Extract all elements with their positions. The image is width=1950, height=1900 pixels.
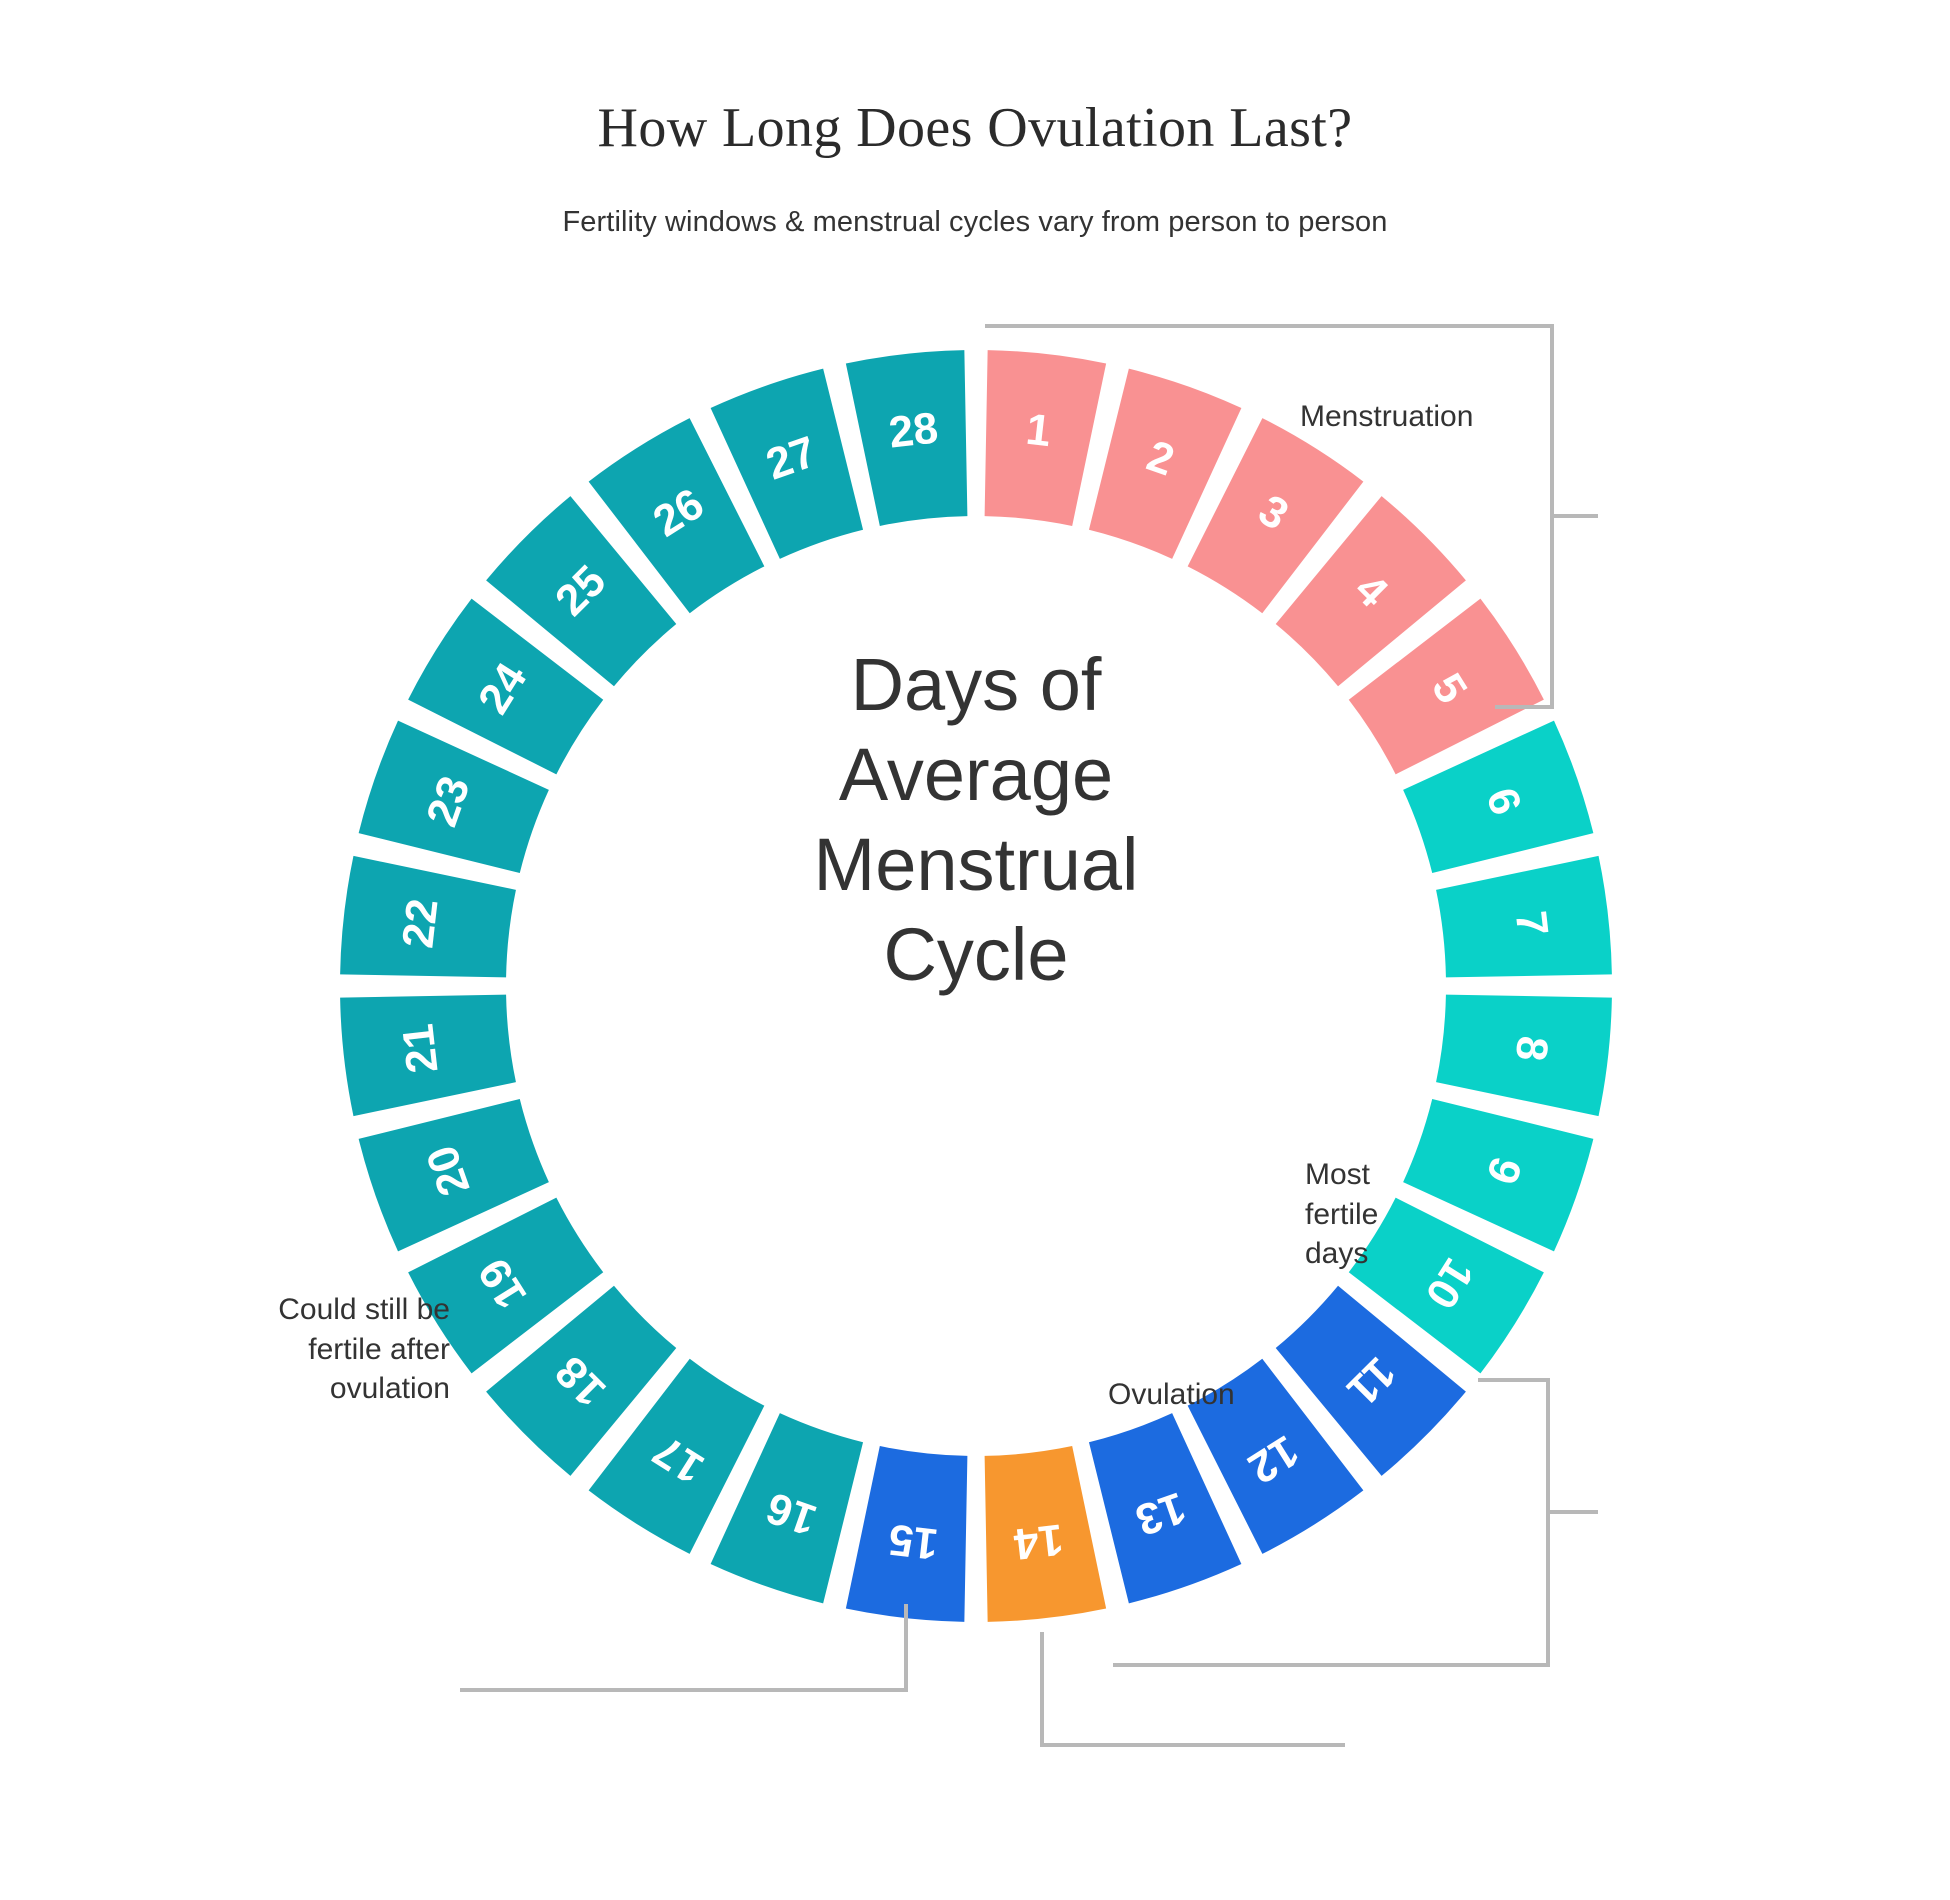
cycle-day-segment-3[interactable]: [1187, 418, 1364, 614]
cycle-day-segment-17[interactable]: [588, 1358, 765, 1554]
cycle-day-label-22: 22: [393, 896, 447, 950]
cycle-day-label-21: 21: [393, 1022, 447, 1076]
cycle-day-segment-16[interactable]: [710, 1413, 864, 1604]
cycle-day-segment-26[interactable]: [588, 418, 765, 614]
cycle-day-segment-9[interactable]: [1403, 1098, 1594, 1252]
center-line-1: Days of: [851, 643, 1102, 726]
center-line-2: Average: [839, 733, 1113, 816]
page-subtitle: Fertility windows & menstrual cycles var…: [562, 206, 1388, 238]
cycle-day-segment-21[interactable]: [340, 994, 516, 1117]
cycle-day-label-7: 7: [1506, 909, 1557, 939]
donut-segments-group: [340, 350, 1612, 1622]
center-line-3: Menstrual: [814, 823, 1139, 906]
center-line-4: Cycle: [883, 913, 1068, 996]
cycle-day-segment-5[interactable]: [1348, 598, 1544, 775]
most-fertile-bracket: [1113, 1378, 1550, 1667]
could-still-fertile-leader: [460, 1604, 908, 1692]
ovulation-leader: [1040, 1632, 1345, 1747]
cycle-day-segment-27[interactable]: [710, 368, 864, 559]
cycle-day-segment-14[interactable]: [984, 1446, 1107, 1622]
annotation-could-still-be-fertile: Could still be fertile after ovulation: [278, 1293, 450, 1406]
cycle-day-segment-2[interactable]: [1088, 368, 1242, 559]
annotation-most-fertile-days: Most fertile days: [1305, 1158, 1379, 1271]
cycle-day-segment-24[interactable]: [408, 598, 604, 775]
cycle-day-segment-7[interactable]: [1436, 855, 1612, 978]
cycle-day-segment-8[interactable]: [1436, 994, 1612, 1117]
cycle-day-segment-22[interactable]: [340, 855, 516, 978]
center-label-group: Days of Average Menstrual Cycle: [814, 643, 1139, 996]
cycle-day-segment-19[interactable]: [408, 1197, 604, 1374]
page-title: How Long Does Ovulation Last?: [597, 97, 1353, 159]
annotation-menstruation: Menstruation: [1300, 400, 1474, 433]
cycle-day-segment-13[interactable]: [1088, 1413, 1242, 1604]
cycle-day-label-14: 14: [1011, 1514, 1066, 1568]
cycle-day-segment-12[interactable]: [1187, 1358, 1364, 1554]
annotation-ovulation: Ovulation: [1108, 1378, 1235, 1411]
cycle-day-segment-23[interactable]: [358, 720, 549, 874]
cycle-day-segment-6[interactable]: [1403, 720, 1594, 874]
cycle-day-segment-20[interactable]: [358, 1098, 549, 1252]
cycle-day-segment-1[interactable]: [984, 350, 1107, 526]
cycle-day-label-15: 15: [886, 1514, 940, 1568]
cycle-day-label-8: 8: [1506, 1034, 1557, 1064]
cycle-day-label-1: 1: [1024, 405, 1054, 456]
cycle-day-label-28: 28: [886, 403, 940, 457]
cycle-day-segment-4[interactable]: [1275, 496, 1466, 687]
cycle-day-segment-11[interactable]: [1275, 1285, 1466, 1476]
cycle-day-segment-25[interactable]: [486, 496, 677, 687]
cycle-day-segment-10[interactable]: [1348, 1197, 1544, 1374]
cycle-day-segment-28[interactable]: [845, 350, 968, 526]
cycle-day-segment-15[interactable]: [845, 1446, 968, 1622]
cycle-day-segment-18[interactable]: [486, 1285, 677, 1476]
